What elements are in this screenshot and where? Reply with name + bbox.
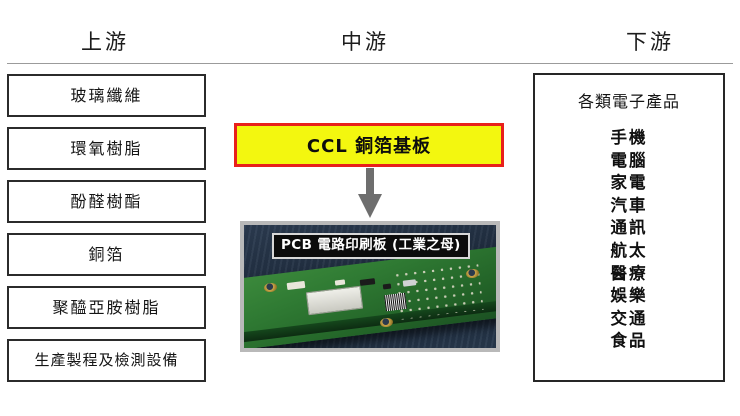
downstream-box: 各類電子產品 手機 電腦 家電 汽車 通訊 航太 醫療 娛樂 交通 食品 — [533, 73, 725, 382]
downstream-product-automotive: 汽車 — [610, 195, 648, 215]
downstream-product-list: 手機 電腦 家電 汽車 通訊 航太 醫療 娛樂 交通 食品 — [535, 127, 723, 353]
upstream-item-phenolic-resin[interactable]: 酚醛樹酯 — [7, 180, 206, 223]
pcb-qr-marking — [384, 292, 408, 312]
downstream-product-transport: 交通 — [610, 308, 648, 328]
pcb-photo-frame: PCB 電路印刷板 (工業之母) — [240, 221, 500, 352]
ccl-label: CCL 銅箔基板 — [306, 136, 432, 157]
column-header-downstream: 下游 — [626, 30, 674, 54]
pcb-chip-5 — [382, 283, 391, 290]
upstream-item-epoxy-resin[interactable]: 環氧樹脂 — [7, 127, 206, 170]
column-header-upstream: 上游 — [81, 30, 129, 54]
downstream-product-appliance: 家電 — [610, 173, 648, 193]
down-arrow-icon — [358, 168, 382, 218]
downstream-title: 各類電子產品 — [577, 92, 680, 111]
downstream-product-medical: 醫療 — [610, 263, 648, 283]
downstream-product-computer: 電腦 — [610, 150, 648, 170]
upstream-item-glass-fiber[interactable]: 玻璃纖維 — [7, 74, 206, 117]
header-divider-line — [7, 63, 733, 64]
downstream-product-aerospace: 航太 — [610, 240, 648, 260]
downstream-product-entertainment: 娛樂 — [610, 286, 648, 306]
pcb-caption-label: PCB 電路印刷板 (工業之母) — [272, 233, 470, 259]
downstream-product-communication: 通訊 — [610, 218, 648, 238]
upstream-column: 玻璃纖維 環氧樹脂 酚醛樹酯 銅箔 聚醯亞胺樹脂 生產製程及檢測設備 — [7, 74, 206, 392]
upstream-item-copper-foil[interactable]: 銅箔 — [7, 233, 206, 276]
downstream-product-food: 食品 — [610, 331, 648, 351]
ccl-highlight-box[interactable]: CCL 銅箔基板 — [234, 123, 504, 167]
downstream-product-mobile: 手機 — [610, 128, 648, 147]
column-header-midstream: 中游 — [341, 30, 389, 54]
upstream-item-polyimide-resin[interactable]: 聚醯亞胺樹脂 — [7, 286, 206, 329]
upstream-item-production-equipment[interactable]: 生產製程及檢測設備 — [7, 339, 206, 382]
